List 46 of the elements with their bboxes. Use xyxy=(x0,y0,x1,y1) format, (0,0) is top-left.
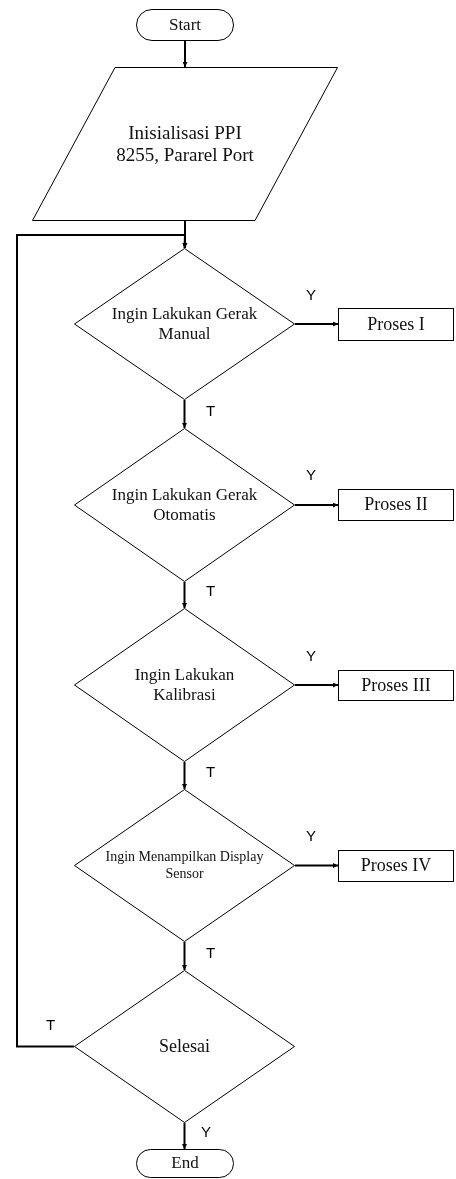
process-text: Inisialisasi PPI 8255, Pararel Port xyxy=(115,121,255,167)
process-text: Proses II xyxy=(363,494,429,516)
edge-label: Y xyxy=(305,467,317,482)
process-box xyxy=(338,670,454,701)
arrow xyxy=(182,761,187,790)
edge-label: T xyxy=(205,945,217,960)
arrow xyxy=(182,399,187,429)
process-box xyxy=(338,308,454,341)
arrow xyxy=(294,863,339,868)
process-box xyxy=(338,489,454,521)
process-box xyxy=(338,850,454,882)
edge-label: T xyxy=(205,583,217,598)
edge-label: Y xyxy=(305,828,317,843)
edge-label: T xyxy=(205,764,217,779)
decision-text: Ingin Lakukan Kalibrasi xyxy=(133,664,236,706)
process-text: Proses IV xyxy=(359,855,433,877)
decision-text: Ingin Menampilkan Display Sensor xyxy=(104,849,265,882)
arrow xyxy=(182,941,187,971)
input-output-parallelogram xyxy=(32,67,338,221)
decision-diamond xyxy=(74,970,295,1123)
edge-label: T xyxy=(205,403,217,418)
decision-text: Ingin Lakukan Gerak Otomatis xyxy=(110,484,259,526)
terminal-shape xyxy=(136,9,234,41)
edge-label: Y xyxy=(305,648,317,663)
terminal-text: End xyxy=(170,1153,200,1174)
arrow xyxy=(294,682,339,688)
arrow xyxy=(294,502,339,508)
edge-label: T xyxy=(45,1017,57,1032)
arrow xyxy=(182,220,188,249)
arrow xyxy=(294,321,339,327)
edge-label: Y xyxy=(200,1124,212,1139)
decision-diamond xyxy=(74,248,295,400)
arrow xyxy=(16,234,188,1048)
terminal-text: Start xyxy=(167,14,203,35)
terminal-shape xyxy=(136,1149,234,1178)
decision-diamond xyxy=(74,428,295,582)
arrow xyxy=(182,40,188,68)
process-text: Proses III xyxy=(360,674,432,697)
arrow xyxy=(182,581,187,609)
decision-text: Ingin Lakukan Gerak Manual xyxy=(110,303,259,345)
decision-text: Selesai xyxy=(158,1035,211,1058)
arrow xyxy=(182,1122,187,1150)
process-text: Proses I xyxy=(366,313,426,336)
decision-diamond xyxy=(74,789,295,942)
edge-label: Y xyxy=(305,287,317,302)
decision-diamond xyxy=(74,608,295,762)
